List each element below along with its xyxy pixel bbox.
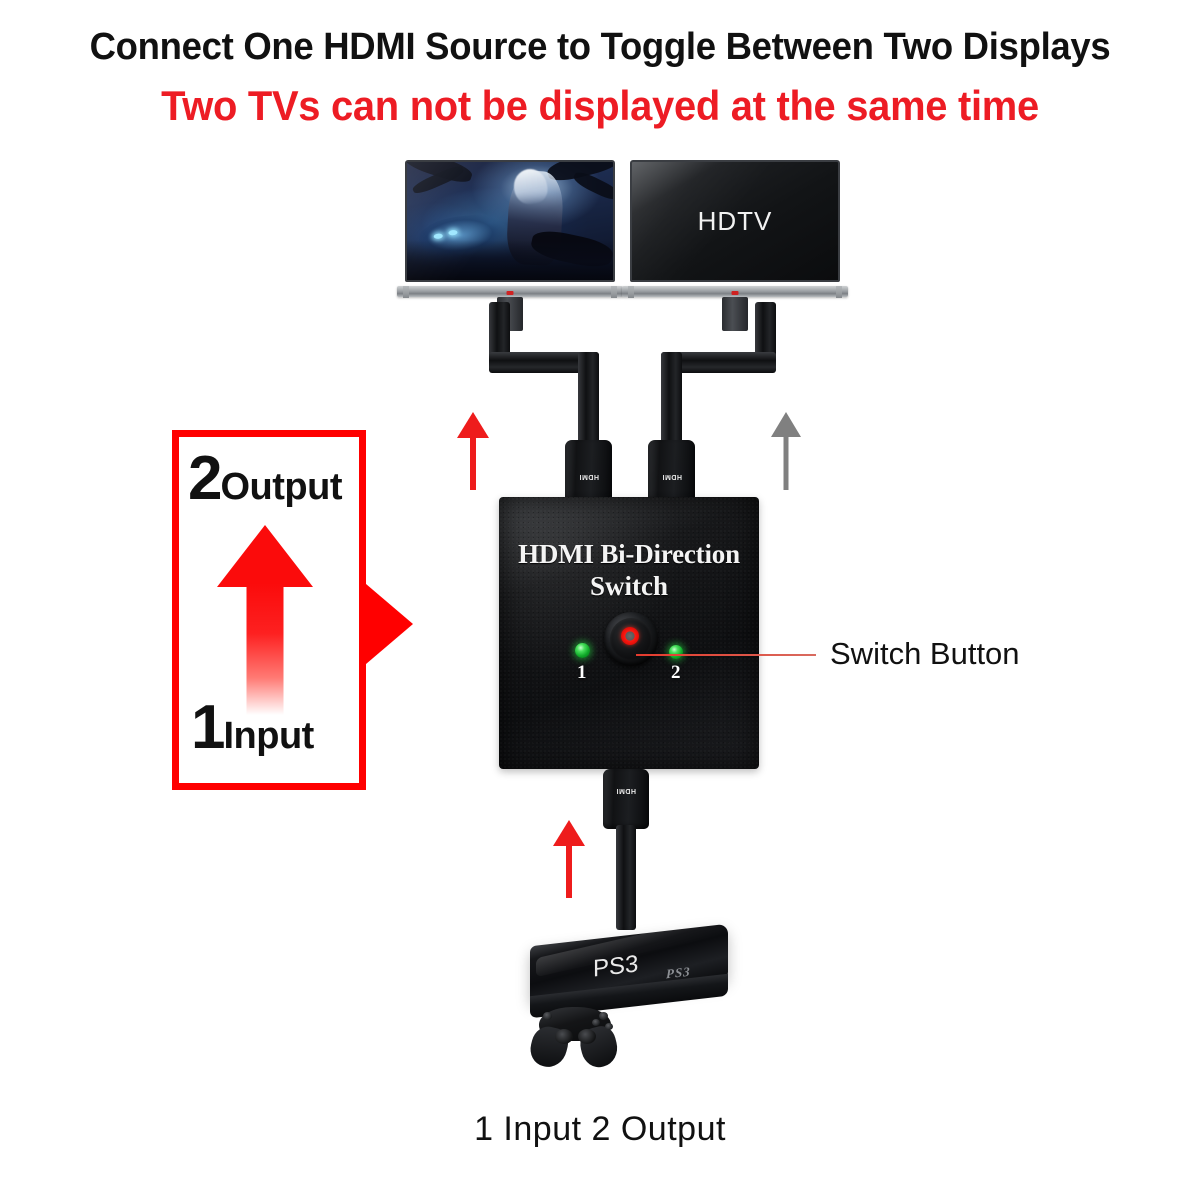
- led-label-1: 1: [577, 662, 587, 683]
- output-inactive-arrow: [768, 412, 804, 490]
- tv-right-base: [621, 286, 849, 298]
- tv-left: [396, 160, 624, 331]
- tv-right-screen: HDTV: [632, 162, 838, 280]
- io-info-box: 2Output 1Input: [172, 430, 366, 790]
- cable-left-horizontal: [489, 352, 599, 373]
- switch-button-inner: [610, 618, 652, 660]
- info-box-pointer-icon: [359, 578, 413, 670]
- input-arrow: [551, 820, 587, 898]
- output-active-arrow: [455, 412, 491, 490]
- tv-left-panel: [405, 160, 615, 282]
- led-indicator-2: [669, 645, 683, 659]
- output-count-word: Output: [220, 466, 342, 508]
- cable-right-lower-vertical: [661, 352, 682, 462]
- ps3-logo: PS3: [666, 963, 691, 982]
- arrow-stem: [470, 432, 476, 490]
- led-label-2: 2: [671, 662, 681, 683]
- ps3-console: PS3 PS3: [505, 916, 755, 1071]
- tv-right-panel: HDTV: [630, 160, 840, 282]
- device-brand-line-2: Switch: [589, 571, 668, 601]
- bottom-caption: 1 Input 2 Output: [474, 1110, 726, 1148]
- flow-direction-arrow: [217, 525, 313, 715]
- hdmi-plug-label: HDMI: [661, 473, 682, 480]
- tv-left-base: [396, 286, 624, 298]
- input-count-number: 1: [191, 693, 226, 762]
- hdmi-switch-device[interactable]: HDMI Bi-Direction Switch 1 2: [499, 497, 759, 769]
- hdmi-plug-input: HDMI: [603, 769, 649, 829]
- hdmi-plug-label: HDMI: [578, 473, 599, 480]
- arrow-stem: [783, 432, 789, 490]
- tv-left-screen: [407, 162, 613, 280]
- flow-arrow-stem: [246, 583, 284, 715]
- hdmi-plug-output-1: HDMI: [565, 440, 612, 502]
- device-brand-line-1: HDMI Bi-Direction: [518, 539, 740, 569]
- output-count-label: 2Output: [188, 443, 342, 514]
- cable-right-horizontal: [661, 352, 776, 373]
- switch-button-led-icon: [621, 627, 639, 645]
- switch-button-callout-label: Switch Button: [830, 636, 1020, 671]
- input-count-label: 1Input: [191, 692, 314, 763]
- cable-input-vertical: [616, 825, 636, 930]
- arrow-stem: [566, 840, 572, 898]
- ps3-label: PS3: [593, 950, 639, 983]
- hdmi-plug-label: HDMI: [616, 787, 636, 794]
- input-count-word: Input: [223, 715, 314, 757]
- tv-right-label: HDTV: [697, 205, 773, 236]
- switch-button-callout-line: [636, 654, 816, 656]
- cable-left-lower-vertical: [578, 352, 599, 462]
- hdmi-plug-output-2: HDMI: [648, 440, 695, 502]
- device-brand-label: HDMI Bi-Direction Switch: [499, 539, 759, 602]
- tv-right-neck: [722, 297, 748, 331]
- ps3-controller: [515, 1003, 635, 1071]
- led-indicator-1: [575, 643, 590, 658]
- flow-arrow-head-icon: [217, 525, 313, 587]
- switch-button[interactable]: [604, 612, 658, 666]
- tv-right: HDTV: [621, 160, 849, 331]
- warning-subtitle: Two TVs can not be displayed at the same…: [161, 82, 1039, 129]
- page-title: Connect One HDMI Source to Toggle Betwee…: [89, 26, 1111, 68]
- output-count-number: 2: [188, 444, 223, 513]
